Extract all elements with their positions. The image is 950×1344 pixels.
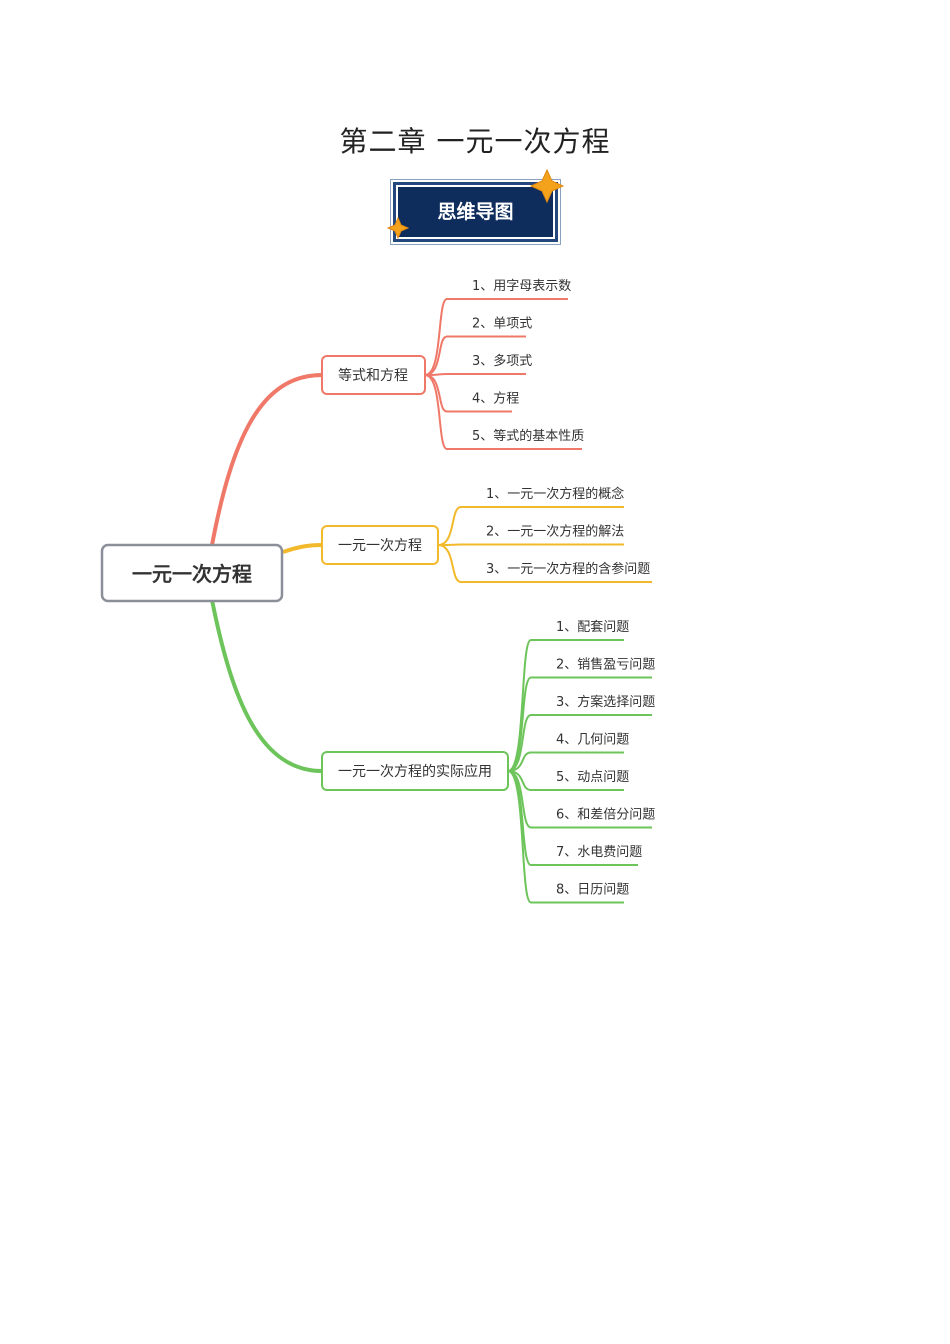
leaf-topic[interactable]: 1、一元一次方程的概念 <box>486 486 624 502</box>
branch-label-2: 一元一次方程 <box>338 538 422 554</box>
leaf-connector <box>507 639 532 772</box>
star-icon-large <box>529 168 565 204</box>
branch-node-3[interactable]: 一元一次方程的实际应用 <box>321 751 509 791</box>
leaf-topic[interactable]: 7、水电费问题 <box>556 845 642 860</box>
leaf-connector <box>424 374 448 450</box>
branch-3-leaves: 1、配套问题 2、销售盈亏问题 3、方案选择问题 4、几何问题 5、动点问题 6、和差倍分… <box>507 619 655 904</box>
leaf-topic[interactable]: 5、等式的基本性质 <box>472 428 584 444</box>
leaf-connector <box>437 544 462 583</box>
leaf-topic[interactable]: 4、几何问题 <box>556 732 629 748</box>
leaf-connector <box>507 770 532 904</box>
leaf-connector <box>507 676 532 772</box>
leaf-connector <box>424 298 448 376</box>
root-node[interactable]: 一元一次方程 <box>100 543 284 603</box>
leaf-connector <box>507 714 532 772</box>
root-label: 一元一次方程 <box>132 562 252 586</box>
leaf-topic[interactable]: 2、单项式 <box>472 317 532 332</box>
connector-branch-1 <box>210 373 323 546</box>
star-icon-small <box>386 216 410 240</box>
leaf-topic[interactable]: 3、方案选择问题 <box>556 694 655 710</box>
branch-1-leaves: 1、用字母表示数 2、单项式 3、多项式 4、方程 5、等式的基本性质 <box>424 279 584 450</box>
leaf-topic[interactable]: 8、日历问题 <box>556 883 629 898</box>
mindmap-banner: 思维导图 <box>393 182 558 242</box>
leaf-topic[interactable]: 4、方程 <box>472 391 519 407</box>
page-title: 第二章 一元一次方程 <box>339 125 611 158</box>
leaf-topic[interactable]: 2、一元一次方程的解法 <box>486 524 624 540</box>
branch-node-1[interactable]: 等式和方程 <box>321 355 426 395</box>
leaf-topic[interactable]: 2、销售盈亏问题 <box>556 657 655 673</box>
leaf-topic[interactable]: 5、动点问题 <box>556 770 629 785</box>
branch-label-1: 等式和方程 <box>338 367 408 384</box>
leaf-topic[interactable]: 1、配套问题 <box>556 619 629 635</box>
connector-branch-2 <box>282 543 323 554</box>
branch-node-2[interactable]: 一元一次方程 <box>321 525 439 565</box>
leaf-connector <box>424 335 448 376</box>
branch-2-leaves: 1、一元一次方程的概念 2、一元一次方程的解法 3、一元一次方程的含参问题 <box>437 486 652 583</box>
leaf-topic[interactable]: 1、用字母表示数 <box>472 279 571 294</box>
leaf-topic[interactable]: 3、多项式 <box>472 353 532 369</box>
branch-label-3: 一元一次方程的实际应用 <box>338 763 492 780</box>
leaf-topic[interactable]: 6、和差倍分问题 <box>556 808 655 823</box>
leaf-topic[interactable]: 3、一元一次方程的含参问题 <box>486 561 650 577</box>
leaf-connector <box>437 506 462 546</box>
connector-branch-3 <box>210 599 323 773</box>
